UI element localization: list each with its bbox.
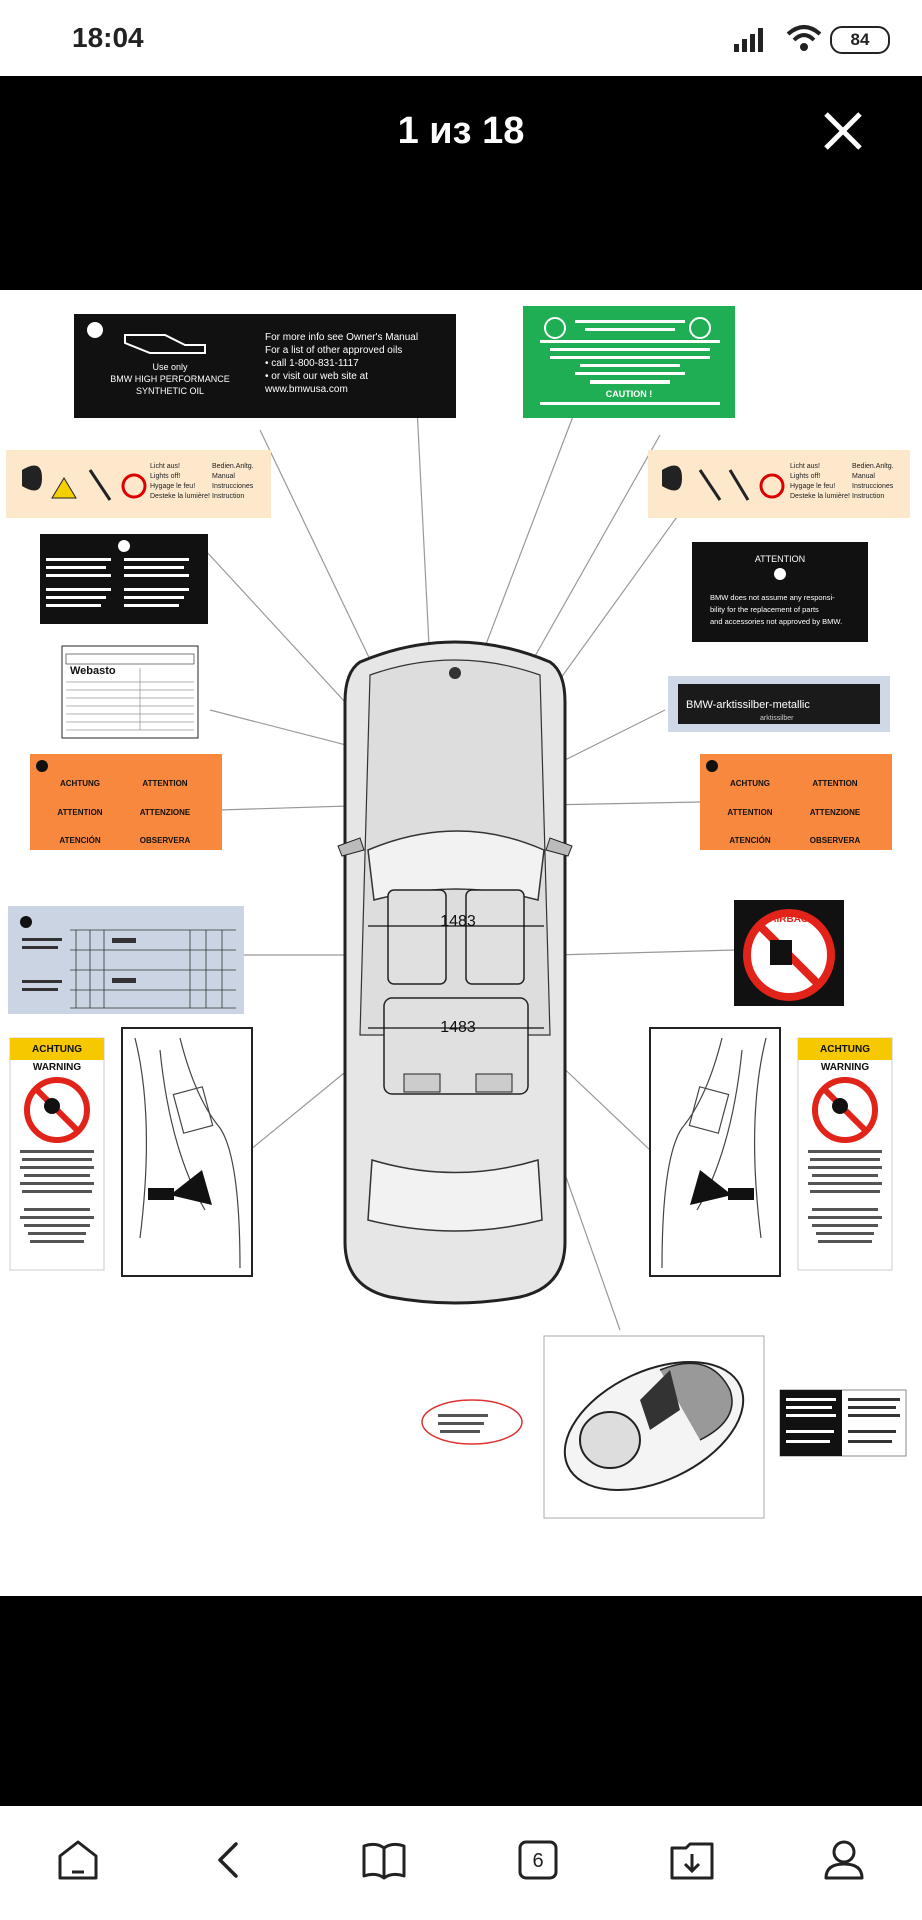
light-left-b2: Manual <box>212 473 235 480</box>
orange-right-r1: ATTENTION <box>812 779 857 788</box>
attention-text-1: BMW does not assume any responsi- <box>710 593 835 602</box>
dim-front: 1483 <box>440 913 476 930</box>
paint-sub: arktissilber <box>760 715 794 722</box>
viewer-header: 1 из 18 <box>0 76 922 290</box>
warning-label-right: ACHTUNG WARNING <box>797 1037 893 1271</box>
dim-rear: 1483 <box>440 1019 476 1036</box>
close-icon[interactable] <box>818 106 868 156</box>
profile-icon <box>824 1840 864 1880</box>
warning-left-achtung: ACHTUNG <box>32 1044 82 1055</box>
light-switch-label-right: Licht aus! Lights off! Hygage le feu! De… <box>648 450 910 518</box>
light-left-b1: Bedien.Anltg. <box>212 463 254 470</box>
orange-label-left: ACHTUNG ATTENTION ATENCIÓN ATTENTION ATT… <box>30 754 222 850</box>
image-area[interactable]: Use only BMW HIGH PERFORMANCE SYNTHETIC … <box>0 290 922 1596</box>
wifi-icon <box>786 25 822 51</box>
light-right-b3: Instrucciones <box>852 483 894 490</box>
profile-button[interactable] <box>814 1830 874 1890</box>
orange-right-r3: OBSERVERA <box>810 836 861 845</box>
light-left-a1: Licht aus! <box>150 463 180 470</box>
fuel-type-label <box>779 1389 907 1457</box>
warning-right-warning: WARNING <box>821 1062 870 1073</box>
light-right-a1: Licht aus! <box>790 463 820 470</box>
status-bar: 18:04 84 <box>0 0 922 76</box>
image-counter: 1 из 18 <box>397 110 525 152</box>
reader-icon <box>362 1842 406 1880</box>
download-icon <box>670 1842 714 1880</box>
orange-right-l3: ATENCIÓN <box>729 836 770 845</box>
orange-left-r2: ATTENZIONE <box>140 808 191 817</box>
orange-left-l3: ATENCIÓN <box>59 836 100 845</box>
light-switch-label-left: Licht aus! Lights off! Hygage le feu! De… <box>6 450 271 518</box>
light-right-b4: Instruction <box>852 493 884 500</box>
warning-right-achtung: ACHTUNG <box>820 1044 870 1055</box>
light-right-a4: Desteke la lumière! <box>790 493 850 500</box>
orange-left-l2: ATTENTION <box>57 808 102 817</box>
green-caution: CAUTION ! <box>606 389 653 399</box>
light-left-a2: Lights off! <box>150 473 180 480</box>
orange-label-right: ACHTUNG ATTENTION ATENCIÓN ATTENTION ATT… <box>700 754 892 850</box>
paint-label: BMW-arktissilber-metallic arktissilber <box>668 676 890 732</box>
leader-lines <box>204 367 736 1331</box>
orange-right-l1: ACHTUNG <box>730 779 770 788</box>
webasto-brand: Webasto <box>70 665 116 677</box>
door-pillar-left <box>121 1027 253 1277</box>
battery-icon: 84 <box>830 26 890 54</box>
attention-label: ATTENTION BMW does not assume any respon… <box>692 542 868 642</box>
airbag-text: AIRBAG <box>769 914 809 925</box>
home-button[interactable] <box>48 1830 108 1890</box>
attention-title: ATTENTION <box>755 554 805 564</box>
attention-text-3: and accessories not approved by BMW. <box>710 617 842 626</box>
oil-right-2: For a list of other approved oils <box>265 345 402 356</box>
orange-right-r2: ATTENZIONE <box>810 808 861 817</box>
oil-right-4: • or visit our web site at <box>265 371 368 382</box>
webasto-label: Webasto <box>61 645 199 739</box>
oil-label: Use only BMW HIGH PERFORMANCE SYNTHETIC … <box>74 314 456 418</box>
home-icon <box>58 1840 98 1880</box>
oil-left-3: SYNTHETIC OIL <box>136 386 204 396</box>
tabs-button[interactable]: 6 <box>508 1830 568 1890</box>
viewer-footer <box>0 1596 922 1806</box>
navigation-bar: 6 <box>0 1806 922 1920</box>
light-left-a3: Hygage le feu! <box>150 483 195 490</box>
status-time: 18:04 <box>72 22 144 53</box>
light-right-b1: Bedien.Anltg. <box>852 463 894 470</box>
back-button[interactable] <box>200 1830 260 1890</box>
oil-right-3: • call 1-800-831-1117 <box>265 358 359 369</box>
green-fuel-label: CAUTION ! <box>523 306 735 418</box>
oil-left-2: BMW HIGH PERFORMANCE <box>110 374 230 384</box>
tabs-count: 6 <box>532 1850 543 1872</box>
oil-left-1: Use only <box>152 362 188 372</box>
tire-pressure-label <box>8 906 244 1014</box>
car-diagram: 1483 1483 <box>337 640 573 1305</box>
fuel-flap-diagram <box>543 1335 765 1519</box>
reader-button[interactable] <box>354 1830 414 1890</box>
light-left-b3: Instrucciones <box>212 483 254 490</box>
labels-diagram: Use only BMW HIGH PERFORMANCE SYNTHETIC … <box>6 306 910 1519</box>
black-info-label <box>40 534 208 624</box>
oil-right-1: For more info see Owner's Manual <box>265 332 418 343</box>
light-right-a3: Hygage le feu! <box>790 483 835 490</box>
light-left-a4: Desteke la lumière! <box>150 493 210 500</box>
orange-left-l1: ACHTUNG <box>60 779 100 788</box>
warning-left-warning: WARNING <box>33 1062 82 1073</box>
door-pillar-right <box>649 1027 781 1277</box>
light-left-b4: Instruction <box>212 493 244 500</box>
fuel-cap-label <box>421 1399 523 1445</box>
signal-icon <box>734 28 763 52</box>
tabs-icon: 6 <box>518 1840 558 1880</box>
light-right-b2: Manual <box>852 473 875 480</box>
orange-left-r3: OBSERVERA <box>140 836 191 845</box>
orange-left-r1: ATTENTION <box>142 779 187 788</box>
warning-label-left: ACHTUNG WARNING <box>9 1037 105 1271</box>
back-icon <box>218 1842 238 1878</box>
download-button[interactable] <box>662 1830 722 1890</box>
orange-right-l2: ATTENTION <box>727 808 772 817</box>
attention-text-2: bility for the replacement of parts <box>710 605 819 614</box>
light-right-a2: Lights off! <box>790 473 820 480</box>
airbag-label: AIRBAG <box>734 900 844 1006</box>
oil-right-5: www.bmwusa.com <box>264 384 348 395</box>
paint-name: BMW-arktissilber-metallic <box>686 699 810 711</box>
